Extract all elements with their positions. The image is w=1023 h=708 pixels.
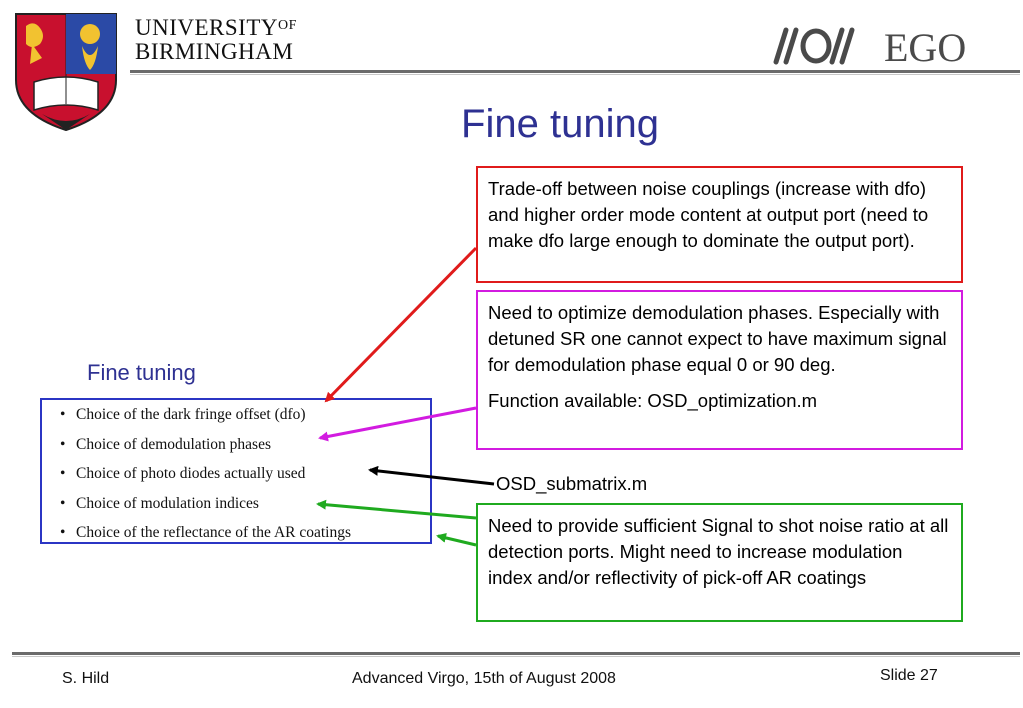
callout-demodulation-phases: Need to optimize demodulation phases. Es… [476,290,963,450]
bullet-icon: • [60,494,66,512]
inset-title: Fine tuning [87,360,196,385]
bullet-icon: • [60,406,66,423]
university-line-2: BIRMINGHAM [135,39,294,64]
list-item-text: Choice of the dark fringe offset (dfo) [76,406,306,423]
list-item: • Choice of the reflectance of the AR coa… [60,522,352,542]
inset-box: •Choice of the dark fringe offset (dfo) … [40,398,432,544]
green-arrow-reflectance [436,532,477,547]
university-line-1: UNIVERSITY [135,15,278,40]
list-item-text: Choice of photo diodes actually used [76,465,306,482]
footer-divider [12,652,1020,655]
red-arrow [324,246,478,403]
inset-bullet-list: •Choice of the dark fringe offset (dfo) … [60,404,352,542]
ego-text: EGO [884,25,966,70]
bullet-icon: • [60,524,66,541]
footer-divider-light [12,656,1020,657]
list-item-text: Choice of the reflectance of the AR coat… [76,524,352,541]
callout-signal-to-noise: Need to provide sufficient Signal to sho… [476,503,963,622]
list-item: • Choice of the dark fringe offset (dfo) [60,404,351,434]
list-item: • Choice of demodulation phases [60,434,351,464]
slide-title: Fine tuning [461,102,659,146]
header-divider-light [130,74,1020,75]
header-divider [130,70,1020,73]
bullet-icon: • [60,465,66,482]
university-crest-logo [15,13,117,132]
bullet-icon: • [60,435,66,453]
osd-submatrix-label: OSD_submatrix.m [496,473,648,494]
callout-dfo-tradeoff: Trade-off between noise couplings (incre… [476,166,963,283]
list-item: • Choice of modulation indices [60,493,351,523]
callout-demodulation-text: Need to optimize demodulation phases. Es… [488,302,947,375]
list-item-text: Choice of demodulation phases [76,435,271,453]
footer-event: Advanced Virgo, 15th of August 2008 [352,670,616,687]
university-of: OF [278,18,297,33]
ego-logo: EGO [773,25,966,70]
list-item: • Choice of photo diodes actually used [60,463,351,493]
list-item-text: Choice of modulation indices [76,494,259,512]
university-name: UNIVERSITYOF BIRMINGHAM [135,16,297,64]
callout-function-text: Function available: OSD_optimization.m [488,390,818,411]
footer-author: S. Hild [62,670,110,687]
footer-slide-number: Slide 27 [880,667,938,684]
